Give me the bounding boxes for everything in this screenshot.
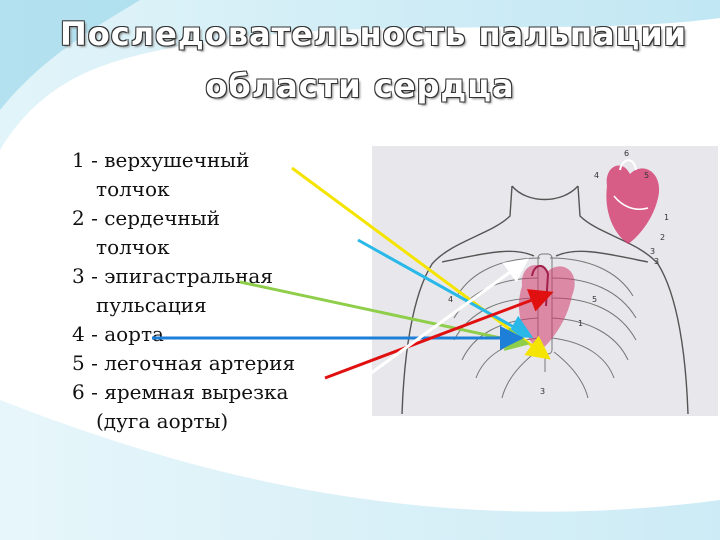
legend-item: 1 - верхушечный толчок: [72, 146, 372, 204]
legend-item: 4 - аорта: [72, 320, 372, 349]
legend-text: эпигастральная: [104, 264, 273, 288]
legend-text: яремная вырезка: [104, 380, 289, 404]
title-line-2: области сердца: [205, 67, 515, 105]
diagram-label: 3: [540, 387, 545, 396]
slide-title: Последовательность пальпации области сер…: [60, 8, 688, 112]
diagram-label: 5: [592, 295, 597, 304]
legend-item: 5 - легочная артерия: [72, 349, 372, 378]
legend-number: 5: [72, 351, 85, 375]
legend-list: 1 - верхушечный толчок 2 - сердечный тол…: [72, 146, 372, 436]
legend-separator: -: [91, 148, 105, 172]
legend-text: легочная артерия: [104, 351, 296, 375]
legend-number: 4: [72, 322, 85, 346]
diagram-label: 3: [650, 247, 655, 256]
legend-item: 3 - эпигастральная пульсация: [72, 262, 372, 320]
legend-text-cont: толчок: [96, 235, 170, 259]
heart-inset: [606, 159, 660, 244]
legend-text: сердечный: [104, 206, 221, 230]
legend-number: 6: [72, 380, 85, 404]
legend-number: 1: [72, 148, 85, 172]
legend-number: 2: [72, 206, 85, 230]
legend-text: аорта: [104, 322, 164, 346]
diagram-label: 5: [644, 171, 649, 180]
legend-separator: -: [91, 264, 105, 288]
diagram-label: 2: [520, 259, 525, 268]
legend-text-cont: толчок: [96, 177, 170, 201]
legend-text-cont: (дуга аорты): [96, 409, 229, 433]
diagram-label: 2: [660, 233, 665, 242]
title-line-1: Последовательность пальпации: [60, 15, 688, 53]
legend-number: 3: [72, 264, 85, 288]
legend-item: 6 - яремная вырезка (дуга аорты): [72, 378, 372, 436]
chest-diagram: 6 4 5 1 2 3 4 5 2 1 3 3: [372, 146, 718, 416]
diagram-label: 1: [578, 319, 583, 328]
diagram-label: 3: [654, 257, 659, 266]
legend-separator: -: [91, 380, 105, 404]
diagram-label: 1: [664, 213, 669, 222]
legend-separator: -: [91, 206, 105, 230]
legend-item: 2 - сердечный толчок: [72, 204, 372, 262]
legend-separator: -: [91, 322, 105, 346]
legend-text-cont: пульсация: [96, 293, 207, 317]
diagram-label: 4: [448, 295, 453, 304]
legend-text: верхушечный: [104, 148, 250, 172]
diagram-label: 4: [594, 171, 599, 180]
legend-separator: -: [91, 351, 105, 375]
diagram-label: 6: [624, 149, 629, 158]
